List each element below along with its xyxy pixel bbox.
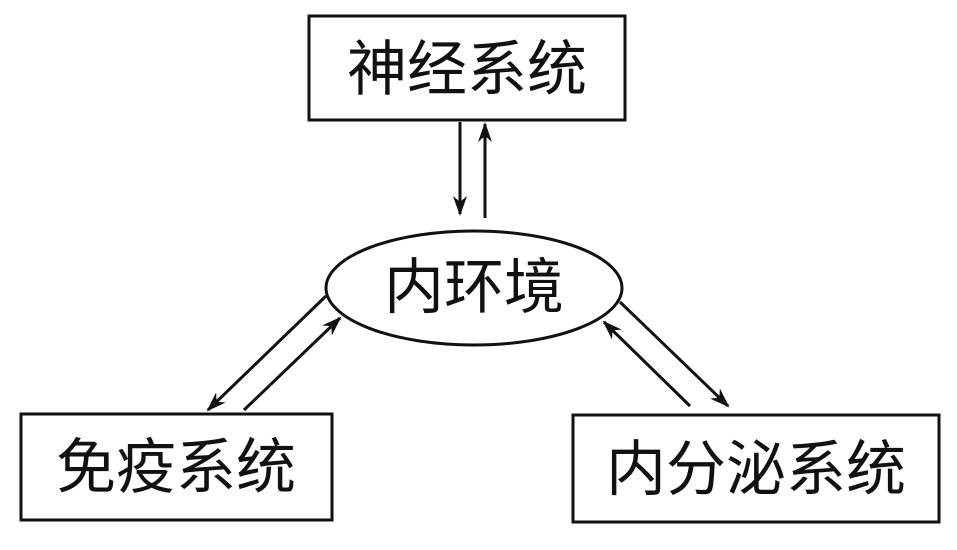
arrow-immune-to-environment bbox=[242, 316, 342, 412]
internal-environment-label: 内环境 bbox=[384, 253, 564, 323]
nervous-system-box bbox=[307, 14, 627, 122]
internal-environment-ellipse bbox=[324, 229, 624, 347]
immune-system-node: 免疫系统 bbox=[19, 412, 334, 522]
arrow-environment-to-endocrine bbox=[618, 300, 730, 408]
nervous-system-label: 神经系统 bbox=[347, 35, 587, 105]
endocrine-system-label: 内分泌系统 bbox=[606, 435, 906, 505]
immune-system-box bbox=[19, 412, 334, 522]
immune-system-label: 免疫系统 bbox=[56, 433, 296, 503]
endocrine-system-node: 内分泌系统 bbox=[571, 413, 941, 524]
endocrine-system-box bbox=[571, 413, 941, 524]
nervous-system-node: 神经系统 bbox=[307, 14, 627, 122]
internal-environment-node: 内环境 bbox=[324, 229, 624, 347]
arrow-endocrine-to-environment bbox=[602, 320, 692, 408]
arrow-environment-to-immune bbox=[206, 294, 328, 412]
